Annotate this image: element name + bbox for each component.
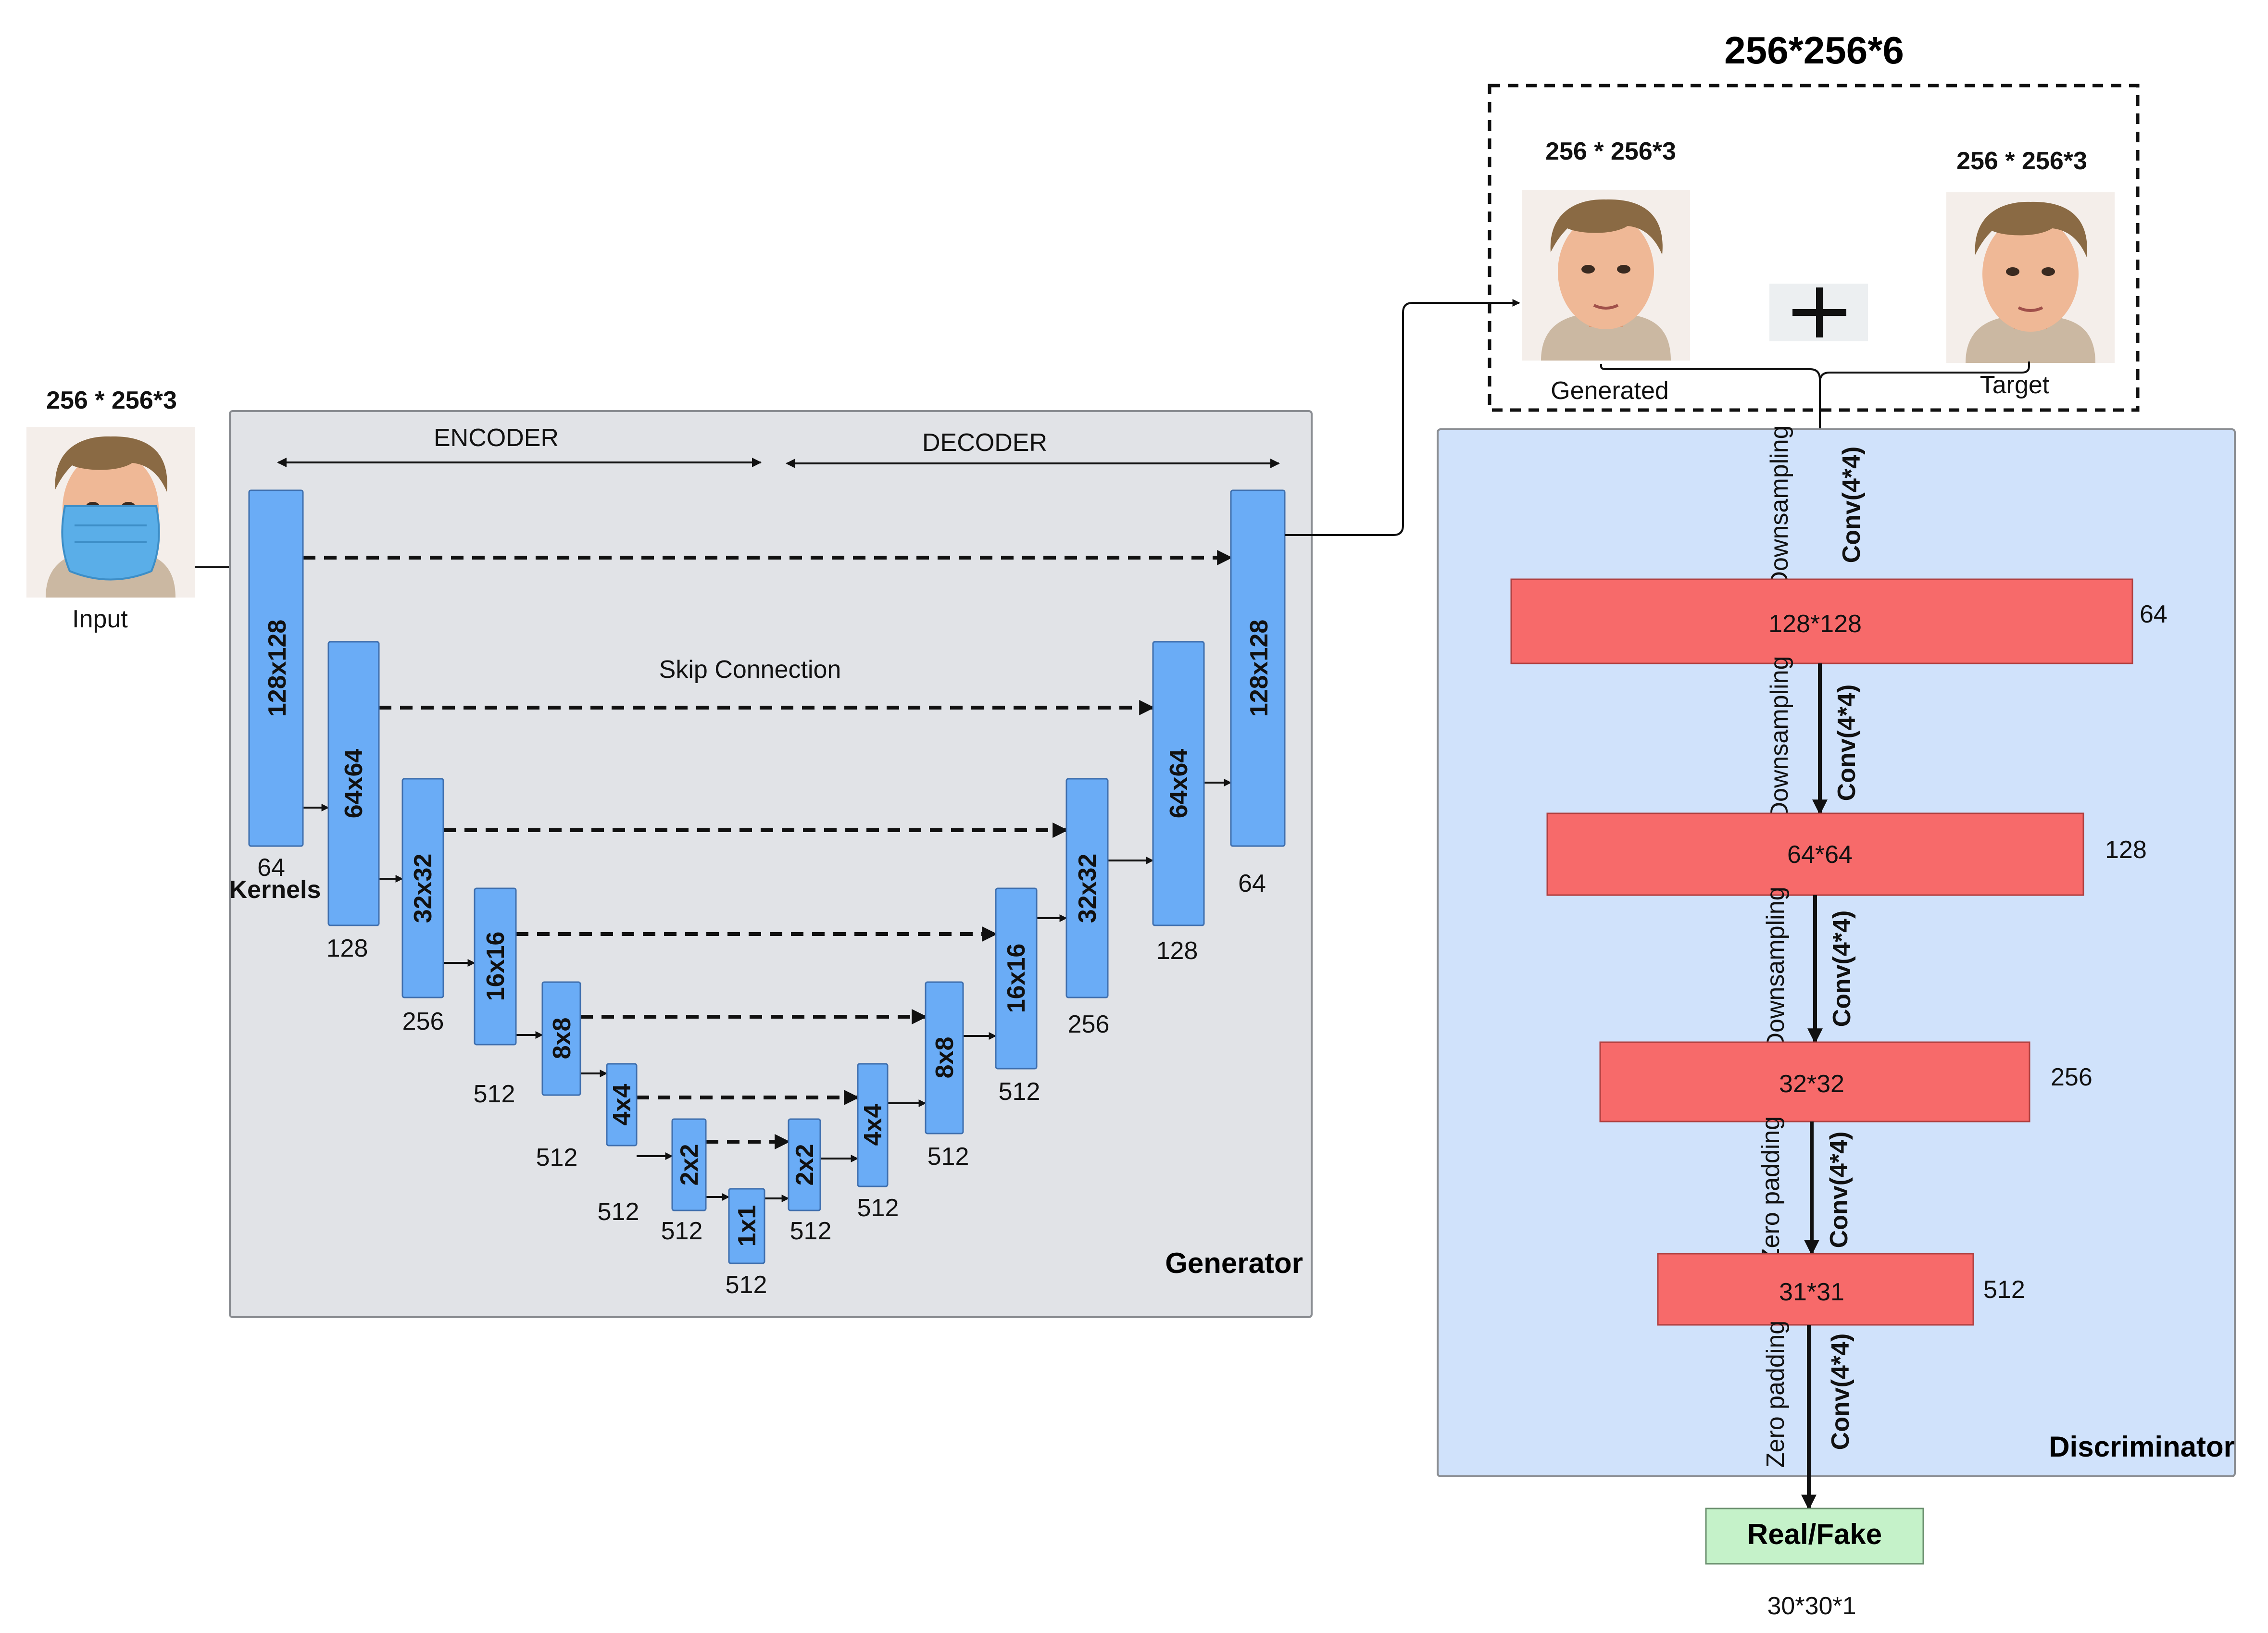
generator-bottleneck-filters: 512 xyxy=(726,1271,767,1299)
discriminator-layers-3-filters: 512 xyxy=(1983,1276,2025,1304)
decoder-label: DECODER xyxy=(922,429,1047,457)
generator-decoder_blocks-5-filters: 128 xyxy=(1156,937,1198,965)
generator-decoder_blocks-1-filters: 512 xyxy=(857,1194,899,1222)
discriminator-layers-3-size: 31*31 xyxy=(1779,1278,1844,1306)
discriminator-layers-3-op: Zero padding xyxy=(1757,1116,1785,1263)
final-conv: Conv(4*4) xyxy=(1827,1334,1854,1450)
generator-encoder_blocks-1-name: 64x64 xyxy=(340,749,368,819)
generator-encoder_blocks-6-filters: 512 xyxy=(661,1217,703,1245)
discriminator-layers-2-size: 32*32 xyxy=(1779,1070,1844,1098)
discriminator-layers-2-filters: 256 xyxy=(2051,1063,2093,1091)
generator-decoder_blocks-4-filters: 256 xyxy=(1068,1010,1110,1038)
encoder-block: 4x4 512 xyxy=(598,1063,639,1226)
input-face-photo xyxy=(26,427,195,598)
disc-layer: Zero padding Conv(4*4) 31*31 512 xyxy=(1657,1116,2025,1326)
disc-layer: Downsampling Conv(4*4) 128*128 64 xyxy=(1510,425,2168,664)
generator-decoder_blocks-2-filters: 512 xyxy=(927,1143,969,1171)
decoder-block: 64x64 128 xyxy=(1152,641,1205,965)
generator-decoder_blocks-3-name: 16x16 xyxy=(1002,944,1030,1013)
decoder-block: 2x2 512 xyxy=(788,1118,832,1245)
decoder-block: 4x4 512 xyxy=(857,1063,899,1222)
encoder-connectors xyxy=(303,804,730,1201)
generator-encoder_blocks-0-filters: 64 xyxy=(257,854,285,882)
generator-decoder_blocks-6-name: 128x128 xyxy=(1245,620,1273,717)
generator-encoder_blocks-4-name: 8x8 xyxy=(548,1018,576,1060)
discriminator-layers-1-conv: Conv(4*4) xyxy=(1833,685,1861,801)
discriminator-layers-1-size: 64*64 xyxy=(1787,841,1853,869)
generator-decoder_blocks-5-name: 64x64 xyxy=(1165,749,1193,819)
generator-decoder_blocks-0-name: 2x2 xyxy=(791,1144,819,1186)
generator-encoder_blocks-3-filters: 512 xyxy=(474,1080,515,1108)
generator-decoder_blocks-4-name: 32x32 xyxy=(1074,854,1102,923)
generated-face-photo xyxy=(1522,190,1690,361)
discriminator-title: Discriminator xyxy=(2049,1431,2235,1463)
generator-decoder_blocks-0-filters: 512 xyxy=(790,1217,832,1245)
decoder-block: 8x8 512 xyxy=(925,981,969,1171)
target-face-photo xyxy=(1946,192,2115,363)
encoder-label: ENCODER xyxy=(434,424,559,452)
generator-encoder_blocks-2-filters: 256 xyxy=(402,1008,444,1035)
bottleneck-block: 1x1 512 xyxy=(726,1188,767,1299)
discriminator-layers-2-conv: Conv(4*4) xyxy=(1828,910,1856,1027)
target-label: Target xyxy=(1980,371,2050,399)
decoder-block: 32x32 256 xyxy=(1065,778,1110,1038)
generator-encoder_blocks-1-filters: 128 xyxy=(326,935,368,962)
generated-title: 256 * 256*3 xyxy=(1545,137,1676,165)
encoder-block: 64x64 128 xyxy=(326,641,380,962)
encoder-block: 2x2 512 xyxy=(661,1118,707,1245)
generator-encoder_blocks-4-filters: 512 xyxy=(536,1144,578,1172)
input-title: 256 * 256*3 xyxy=(46,386,177,414)
merge-line xyxy=(1600,364,1824,580)
generator-decoder_blocks-3-filters: 512 xyxy=(999,1078,1040,1106)
disc-layer: Downsampling Conv(4*4) 32*32 256 xyxy=(1599,886,2093,1122)
input-label: Input xyxy=(72,605,128,633)
generator-encoder_blocks-5-name: 4x4 xyxy=(608,1084,636,1126)
final-op: Zero padding xyxy=(1762,1321,1790,1468)
merge-line xyxy=(1819,362,2030,383)
encoder-block: 32x32 256 xyxy=(401,778,444,1035)
encoder-blocks: 128x128 64 Kernels 64x64 128 32x32 256 1… xyxy=(229,489,707,1245)
plus-icon xyxy=(1769,284,1868,341)
concat-box xyxy=(1488,84,2140,412)
encoder-block: 16x16 512 xyxy=(474,887,517,1108)
generator-encoder_blocks-5-filters: 512 xyxy=(598,1198,639,1226)
discriminator-layers-2-op: Downsampling xyxy=(1762,886,1790,1050)
output-size: 30*30*1 xyxy=(1767,1592,1856,1620)
encoder-block: 128x128 64 Kernels xyxy=(229,489,321,904)
target-title: 256 * 256*3 xyxy=(1956,147,2087,175)
generator-decoder_blocks-1-name: 4x4 xyxy=(859,1104,887,1146)
real-fake-label: Real/Fake xyxy=(1747,1518,1882,1550)
kernels-label: Kernels xyxy=(229,876,321,904)
discriminator-layers-1-filters: 128 xyxy=(2105,836,2147,864)
generator-encoder_blocks-3-name: 16x16 xyxy=(482,932,510,1001)
concat-title: 256*256*6 xyxy=(1724,29,1904,72)
decoder-block: 128x128 64 xyxy=(1230,489,1286,898)
discriminator-layers-3-conv: Conv(4*4) xyxy=(1825,1132,1853,1248)
discriminator-layers-1-op: Downsampling xyxy=(1766,656,1793,820)
decoder-block: 16x16 512 xyxy=(995,887,1040,1106)
generator-title: Generator xyxy=(1165,1247,1303,1279)
real-fake-box xyxy=(1705,1508,1924,1565)
discriminator-panel xyxy=(1437,428,2236,1477)
generated-label: Generated xyxy=(1551,377,1669,405)
generator-encoder_blocks-2-name: 32x32 xyxy=(409,854,437,923)
generator-encoder_blocks-6-name: 2x2 xyxy=(676,1144,703,1186)
decoder-blocks: 2x2 512 4x4 512 8x8 512 16x16 512 32x32 … xyxy=(788,489,1286,1245)
generator-panel xyxy=(229,410,1313,1318)
generator-output-arrow xyxy=(1285,299,1520,536)
generator-bottleneck-name: 1x1 xyxy=(733,1205,761,1247)
discriminator-layers-0-op: Downsampling xyxy=(1766,425,1793,589)
skip-connection-label: Skip Connection xyxy=(659,656,841,684)
discriminator-layers-0-filters: 64 xyxy=(2140,600,2168,628)
encoder-block: 8x8 512 xyxy=(536,981,581,1172)
generator-decoder_blocks-6-filters: 64 xyxy=(1238,870,1266,898)
discriminator-layers-0-size: 128*128 xyxy=(1768,610,1862,638)
decoder-connectors xyxy=(764,779,1232,1202)
generator-encoder_blocks-0-name: 128x128 xyxy=(263,620,291,717)
discriminator-layers-0-conv: Conv(4*4) xyxy=(1838,447,1866,563)
generator-decoder_blocks-2-name: 8x8 xyxy=(931,1037,959,1079)
